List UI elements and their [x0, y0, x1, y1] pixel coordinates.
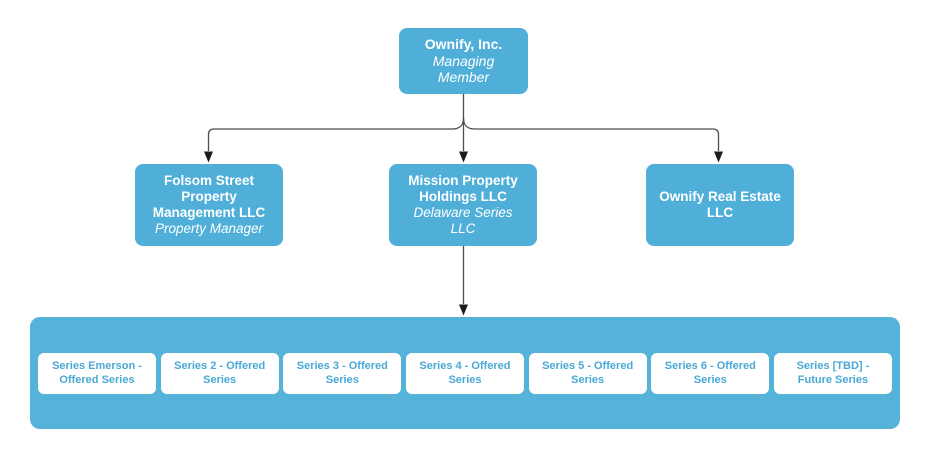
node-ownify-inc: Ownify, Inc. Managing Member	[399, 28, 528, 94]
arrowhead-down	[459, 304, 468, 316]
node-subtitle: Delaware Series LLC	[413, 205, 513, 236]
series-box-emerson: Series Emerson - Offered Series	[38, 352, 156, 394]
series-box-5: Series 5 - Offered Series	[528, 352, 647, 394]
node-subtitle: Managing Member	[432, 52, 495, 86]
connector-mission-to-series	[459, 246, 468, 316]
connector-left	[207, 117, 465, 151]
node-title: Ownify Real Estate LLC	[659, 189, 781, 220]
connector-right	[462, 117, 720, 151]
node-folsom-street-property-management: Folsom Street Property Management LLC Pr…	[135, 164, 283, 246]
series-box-3: Series 3 - Offered Series	[283, 352, 402, 394]
node-mission-property-holdings: Mission Property Holdings LLC Delaware S…	[389, 164, 537, 246]
node-ownify-real-estate: Ownify Real Estate LLC	[646, 164, 794, 246]
arrowhead-middle	[459, 151, 468, 163]
connector-root-to-children	[204, 94, 723, 163]
arrowhead-right	[714, 151, 723, 163]
series-box-6: Series 6 - Offered Series	[651, 352, 770, 394]
series-box-2: Series 2 - Offered Series	[160, 352, 279, 394]
node-title: Mission Property Holdings LLC	[408, 173, 518, 205]
node-subtitle: Property Manager	[154, 220, 264, 236]
arrowhead-left	[204, 151, 213, 163]
series-group-container: Series Emerson - Offered Series Series 2…	[30, 317, 900, 429]
node-title: Folsom Street Property Management LLC	[152, 173, 266, 220]
series-box-tbd: Series [TBD] - Future Series	[773, 352, 892, 394]
node-title: Ownify, Inc.	[424, 36, 503, 53]
series-box-4: Series 4 - Offered Series	[405, 352, 524, 394]
